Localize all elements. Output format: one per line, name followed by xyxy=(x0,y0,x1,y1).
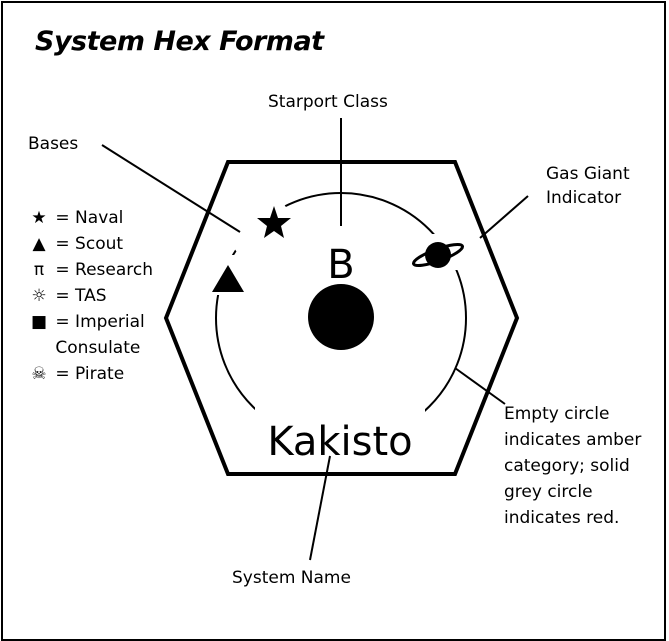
legend-text: = Naval xyxy=(55,208,124,228)
hex-system-name: Kakisto xyxy=(267,419,412,465)
zone-label-line1: Empty circle xyxy=(504,404,610,424)
zone-label-line2: indicates amber xyxy=(504,430,642,450)
diagram-title: System Hex Format xyxy=(35,26,324,57)
world-dot-icon xyxy=(308,284,374,350)
system-name-leader-line xyxy=(309,455,331,561)
skull-icon: ☠ xyxy=(31,364,47,384)
system-name-label: System Name xyxy=(232,568,351,588)
legend-item-consulate: Consulate xyxy=(28,336,140,360)
zone-label-line5: indicates red. xyxy=(504,508,620,528)
starport-code: B xyxy=(327,242,354,288)
legend-text: = TAS xyxy=(55,286,107,306)
bases-label: Bases xyxy=(28,134,79,154)
legend-text: = Imperial xyxy=(55,312,145,332)
hex-diagram: B Kakisto xyxy=(101,118,529,561)
naval-base-star-icon xyxy=(257,206,291,238)
star-icon: ★ xyxy=(31,208,47,228)
gas-giant-leader-line xyxy=(479,195,529,239)
zone-label-line3: category; solid xyxy=(504,456,630,476)
gas-giant-label-line2: Indicator xyxy=(546,188,622,208)
gas-giant-icon xyxy=(411,242,465,268)
gas-giant-label-line1: Gas Giant xyxy=(546,164,630,184)
legend-item-pirate: ☠ = Pirate xyxy=(28,362,124,386)
square-icon: ■ xyxy=(30,312,48,332)
gear-icon: ☼ xyxy=(31,286,47,306)
pi-icon: π xyxy=(33,260,45,280)
scout-base-triangle-icon xyxy=(212,265,244,292)
legend-item-imperial: ■ = Imperial xyxy=(28,310,145,334)
legend-text: Consulate xyxy=(55,338,141,358)
starport-class-label: Starport Class xyxy=(268,92,388,112)
system-hex xyxy=(163,160,520,476)
legend-text: = Research xyxy=(55,260,154,280)
legend-item-naval: ★ = Naval xyxy=(28,206,123,230)
legend-text: = Scout xyxy=(55,234,124,254)
legend-text: = Pirate xyxy=(55,364,125,384)
triangle-icon: ▲ xyxy=(32,234,46,254)
legend-item-research: π = Research xyxy=(28,258,153,282)
zone-label-line4: grey circle xyxy=(504,482,593,502)
zone-leader-line xyxy=(454,367,506,405)
legend-item-scout: ▲ = Scout xyxy=(28,232,123,256)
bases-leader-line xyxy=(101,144,241,233)
legend-item-tas: ☼ = TAS xyxy=(28,284,107,308)
